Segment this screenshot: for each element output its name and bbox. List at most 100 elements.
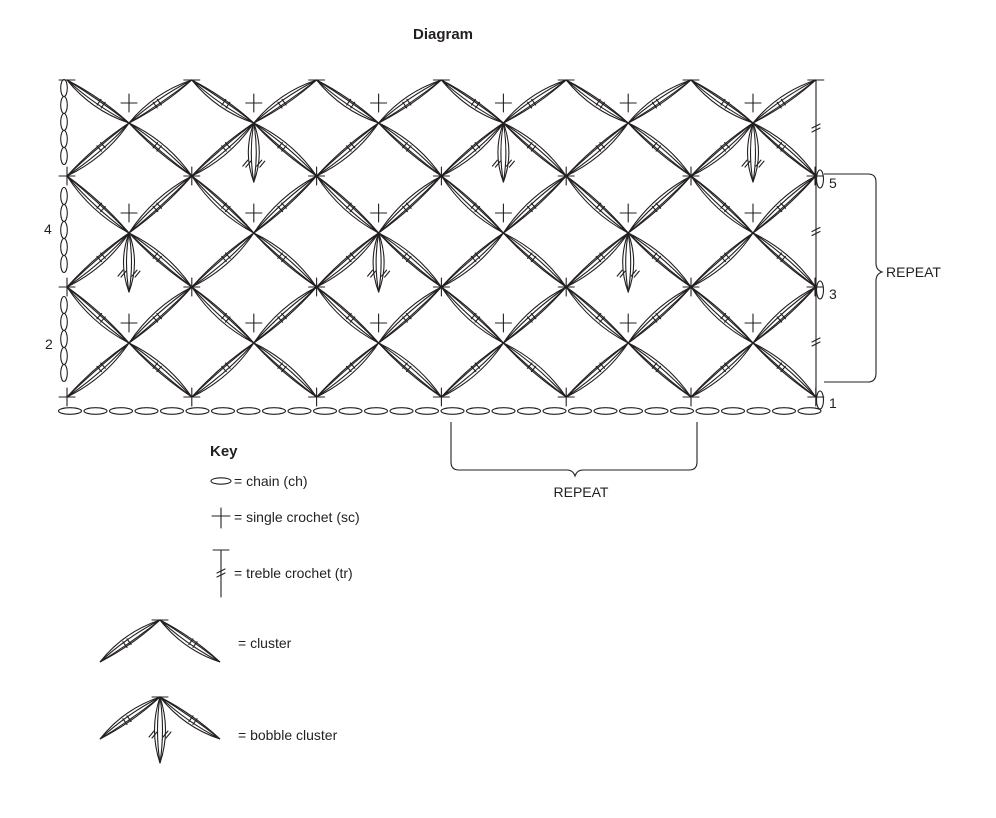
key-label-treble-crochet: = treble crochet (tr) — [234, 565, 353, 581]
chain-stitch — [440, 407, 465, 415]
chain-stitch — [60, 129, 68, 149]
cluster-petal — [66, 232, 130, 288]
cluster-petal — [128, 232, 193, 288]
cluster-petal — [440, 175, 504, 234]
cluster-petal — [627, 232, 692, 288]
bobble-cluster — [242, 122, 266, 183]
chain-stitch — [60, 78, 68, 98]
chain-stitch — [389, 407, 414, 415]
cluster-petal — [316, 79, 379, 124]
chain-stitch — [746, 407, 771, 415]
single-crochet-mark — [120, 203, 138, 223]
cluster-petal — [502, 122, 567, 177]
bobble-cluster — [616, 232, 640, 293]
cluster-petal — [159, 619, 221, 663]
chain-stitch — [542, 407, 567, 415]
chain-stitch — [414, 407, 440, 415]
single-crochet-mark — [619, 93, 637, 113]
single-crochet-mark — [245, 93, 263, 113]
cluster-petal — [316, 342, 380, 398]
row-label-2: 2 — [45, 336, 53, 352]
chain-stitch — [618, 407, 644, 415]
chain-stitch — [236, 407, 261, 415]
cluster-petal — [627, 79, 692, 124]
chain-stitch — [134, 407, 159, 415]
chain-stitch — [60, 112, 68, 132]
cluster-petal — [66, 175, 130, 234]
chain-stitch — [363, 407, 389, 415]
diagram-title: Diagram — [413, 26, 473, 43]
key-label-chain: = chain (ch) — [234, 473, 308, 489]
single-crochet-mark — [370, 93, 388, 113]
cluster-petal — [253, 232, 318, 288]
cluster-petal — [690, 175, 754, 234]
cluster-petal — [502, 232, 567, 288]
single-crochet-mark — [744, 203, 762, 223]
bobble-petals — [148, 696, 172, 764]
chain-stitch — [720, 407, 746, 415]
chain-stitch — [60, 95, 68, 115]
cluster-icon — [99, 619, 221, 663]
cluster-petal — [502, 286, 567, 344]
turning-chain — [815, 280, 825, 300]
single-crochet-mark — [120, 93, 138, 113]
cluster-petal — [502, 175, 567, 234]
chain-stitch — [695, 407, 720, 415]
bobble-cluster — [741, 122, 765, 183]
chain-stitch — [60, 220, 68, 240]
chain-stitch — [60, 254, 68, 274]
chain-stitch — [338, 407, 363, 415]
single-crochet-mark — [494, 313, 512, 333]
chain-stitch — [567, 407, 593, 415]
chain-stitch — [159, 407, 185, 415]
single-crochet-icon — [211, 507, 231, 529]
bobble-cluster — [117, 232, 141, 293]
single-crochet-mark — [619, 203, 637, 223]
cluster-petal — [752, 79, 817, 124]
key-label-cluster: = cluster — [238, 635, 292, 651]
cluster-petal — [128, 342, 193, 398]
cluster-petal — [191, 286, 255, 344]
cluster-petal — [440, 286, 504, 344]
cluster-petal — [565, 286, 629, 344]
key-label-bobble-cluster: = bobble cluster — [238, 727, 338, 743]
chain-stitch — [771, 407, 797, 415]
cluster-petal — [66, 286, 130, 344]
cluster-petal — [440, 122, 504, 177]
chain-stitch — [465, 407, 491, 415]
vertical-repeat-label: REPEAT — [886, 264, 941, 280]
cluster-petal — [565, 232, 629, 288]
cluster-petal — [627, 122, 692, 177]
chain-stitch — [185, 407, 210, 415]
cluster-petal — [66, 342, 130, 398]
cluster-petal — [128, 79, 193, 124]
cluster-petal — [191, 79, 255, 124]
cluster-petal — [502, 342, 567, 398]
cluster-petal — [191, 122, 255, 177]
chain-stitch — [108, 407, 134, 415]
cluster-petal — [378, 232, 442, 288]
cluster-petal — [378, 286, 442, 344]
chain-stitch — [287, 407, 312, 415]
cluster-petal — [565, 79, 629, 124]
cluster-petal — [690, 286, 754, 344]
cluster-petal — [627, 286, 692, 344]
horizontal-repeat-label: REPEAT — [554, 484, 609, 500]
cluster-petal — [66, 79, 130, 124]
chain-stitch — [60, 237, 68, 257]
cluster-petal — [565, 122, 629, 177]
cluster-petal — [752, 232, 817, 288]
single-crochet-mark — [245, 203, 263, 223]
cluster-petal — [565, 342, 629, 398]
key-heading: Key — [210, 443, 238, 460]
chain-stitch — [60, 363, 68, 383]
single-crochet-mark — [370, 203, 388, 223]
cluster-petal — [502, 79, 567, 124]
cluster-petal — [690, 342, 754, 398]
chain-stitch — [60, 312, 68, 332]
row-label-5: 5 — [829, 175, 837, 191]
chain-stitch — [261, 407, 287, 415]
chain-stitch — [60, 186, 68, 206]
cluster-petal — [378, 342, 442, 398]
